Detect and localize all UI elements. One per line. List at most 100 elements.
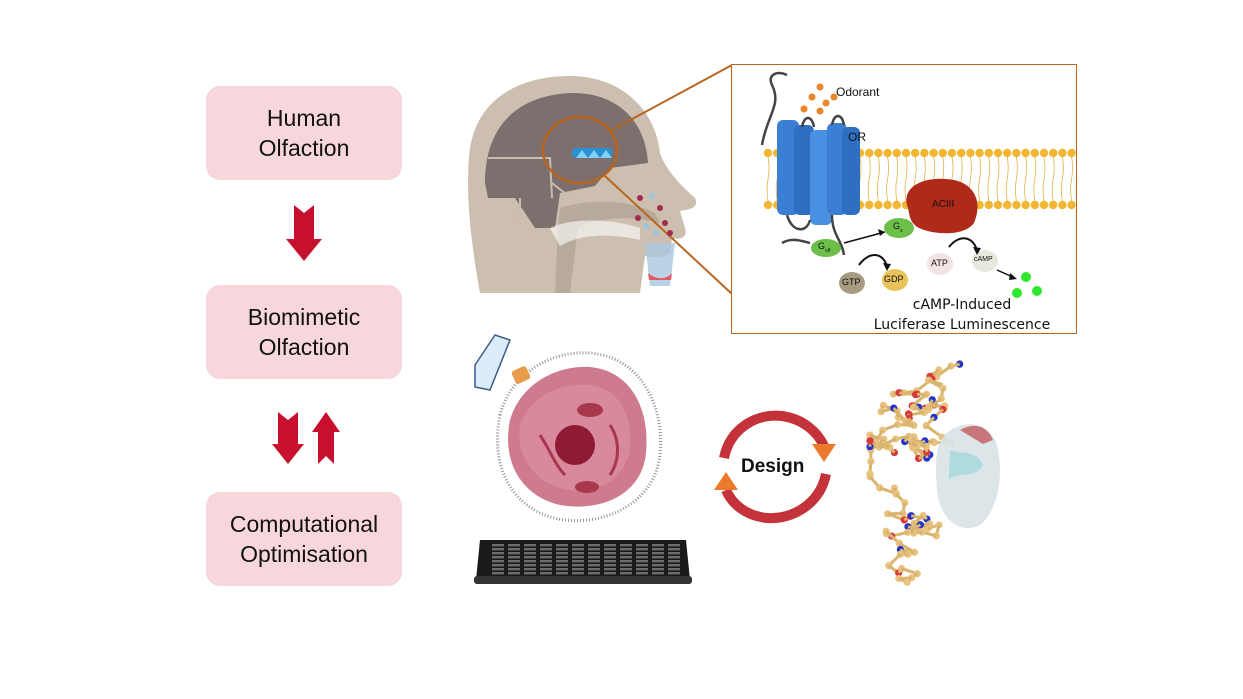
lipid-tail — [1061, 156, 1064, 202]
well — [540, 568, 552, 571]
lipid-tail — [1051, 156, 1055, 202]
well — [508, 552, 520, 555]
well-plate-illustration — [474, 540, 692, 584]
well — [492, 564, 504, 567]
well — [540, 564, 552, 567]
luminescence-burst-icon — [1012, 272, 1042, 298]
well — [508, 568, 520, 571]
well — [572, 556, 584, 559]
lipid-head — [957, 148, 966, 158]
g-olf-label: Golf — [818, 241, 830, 254]
lipid-tail — [1033, 156, 1037, 202]
g-s-subscript: s — [900, 227, 903, 234]
well — [620, 568, 632, 571]
well — [652, 568, 664, 571]
lipid-head — [883, 148, 892, 158]
well — [604, 564, 616, 567]
well — [524, 552, 536, 555]
gtp-label: GTP — [842, 277, 861, 287]
lipid-head — [920, 148, 929, 158]
atom — [899, 509, 907, 518]
atom — [923, 454, 931, 462]
lipid-head — [892, 200, 901, 210]
lipid-head — [993, 148, 1003, 158]
well — [636, 548, 648, 551]
atom — [895, 389, 903, 397]
well — [508, 564, 520, 567]
lipid-head — [874, 200, 883, 210]
well — [556, 572, 568, 575]
lipid-head — [901, 148, 911, 158]
step-human-olfaction: Human Olfaction — [206, 86, 402, 180]
atom — [904, 550, 912, 558]
well — [492, 556, 504, 559]
well — [572, 560, 584, 563]
well — [540, 548, 552, 551]
caption-line2: Luciferase Luminescence — [873, 317, 1051, 333]
lipid-head — [1058, 148, 1067, 158]
well — [652, 552, 664, 555]
lipid-tail — [886, 156, 889, 202]
atom — [867, 457, 875, 465]
atom — [910, 421, 918, 429]
well — [492, 552, 504, 555]
well — [604, 572, 616, 575]
camp-label: cAMP — [974, 256, 993, 263]
peptide-molecule-illustration — [866, 359, 1000, 586]
lipid-head — [1003, 148, 1012, 158]
well — [620, 544, 632, 547]
well — [508, 560, 520, 563]
g-olf-text: G — [818, 241, 826, 251]
well — [668, 544, 680, 547]
lipid-head — [1021, 200, 1030, 210]
well — [540, 544, 552, 547]
lipid-tail — [766, 156, 770, 202]
well — [508, 556, 520, 559]
lipid-tail — [867, 156, 871, 202]
well — [540, 552, 552, 555]
well — [524, 548, 536, 551]
atom — [913, 390, 921, 398]
well — [492, 544, 504, 547]
g-olf-subscript: olf — [825, 247, 831, 254]
odorant-label: Odorant — [836, 85, 880, 99]
well — [636, 544, 648, 547]
well — [556, 544, 568, 547]
well — [636, 568, 648, 571]
luminescence-caption: cAMP-Induced Luciferase Luminescence — [852, 295, 1072, 335]
well — [492, 568, 504, 571]
well — [524, 544, 536, 547]
well — [668, 560, 680, 563]
atom — [903, 578, 911, 586]
lipid-head — [984, 148, 993, 158]
lipid-head — [975, 148, 984, 158]
well — [652, 560, 664, 563]
step-line2: Olfaction — [258, 135, 350, 161]
well — [572, 548, 584, 551]
well — [588, 568, 600, 571]
well — [588, 572, 600, 575]
well — [636, 560, 648, 563]
well — [572, 568, 584, 571]
lipid-tail — [1070, 156, 1073, 202]
well — [604, 560, 616, 563]
lipid-head — [993, 200, 1003, 210]
well — [652, 544, 664, 547]
lipid-head — [763, 200, 773, 210]
atom — [866, 437, 874, 445]
step-line2: Optimisation — [240, 541, 368, 567]
plate-wells — [492, 544, 680, 575]
olfactory-receptor — [777, 114, 860, 256]
well — [636, 572, 648, 575]
lipid-head — [1049, 200, 1058, 210]
well — [636, 552, 648, 555]
well — [604, 552, 616, 555]
well — [524, 560, 536, 563]
well — [668, 548, 680, 551]
well — [620, 552, 632, 555]
design-cycle-icon — [714, 410, 836, 524]
well — [556, 564, 568, 567]
lipid-head — [911, 148, 920, 158]
well — [620, 560, 632, 563]
well — [668, 568, 680, 571]
